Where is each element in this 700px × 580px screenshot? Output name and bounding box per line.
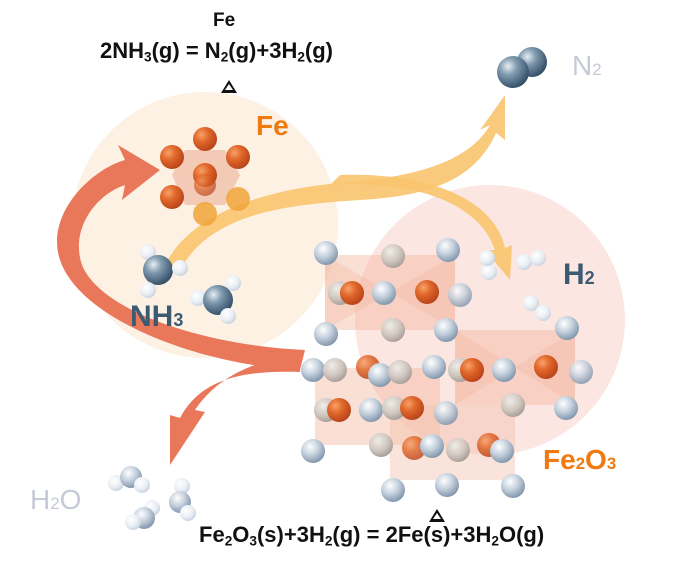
- fe-cluster: [160, 127, 250, 226]
- bottom-equation: Fe2O3(s)+3H2(g) = 2Fe(s)+3H2O(g): [199, 522, 545, 549]
- fe2o3-halo: [355, 185, 625, 455]
- fe2o3-lattice: [301, 238, 593, 502]
- regeneration-arrow: [57, 145, 305, 370]
- nh3-molecule-2: [190, 275, 241, 324]
- bottom-equals-sign: =: [366, 522, 380, 547]
- h2-molecules: [479, 250, 551, 321]
- h2-branch-arrow: [330, 174, 512, 280]
- h2-label: H2: [563, 258, 595, 291]
- top-equals-sign: =: [185, 38, 199, 63]
- fe2o3-label: Fe2O3: [543, 444, 617, 475]
- top-equation-catalyst: Fe: [213, 10, 236, 31]
- fe-label: Fe: [256, 110, 289, 141]
- nh3-label: NH3: [130, 300, 184, 333]
- n2-label: N2: [572, 50, 602, 81]
- top-heat-delta-icon: [221, 80, 237, 93]
- bottom-heat-delta-icon: [429, 509, 445, 522]
- n2-molecule: [497, 47, 547, 88]
- nh3-molecule-1: [140, 244, 188, 298]
- water-release-arrow: [170, 355, 300, 465]
- top-equation: 2NH3(g) = N2(g)+3H2(g): [100, 38, 333, 65]
- nh3-to-n2-arrow: [165, 95, 505, 270]
- h2o-label: H2O: [30, 484, 82, 515]
- h2o-molecules: [108, 466, 196, 530]
